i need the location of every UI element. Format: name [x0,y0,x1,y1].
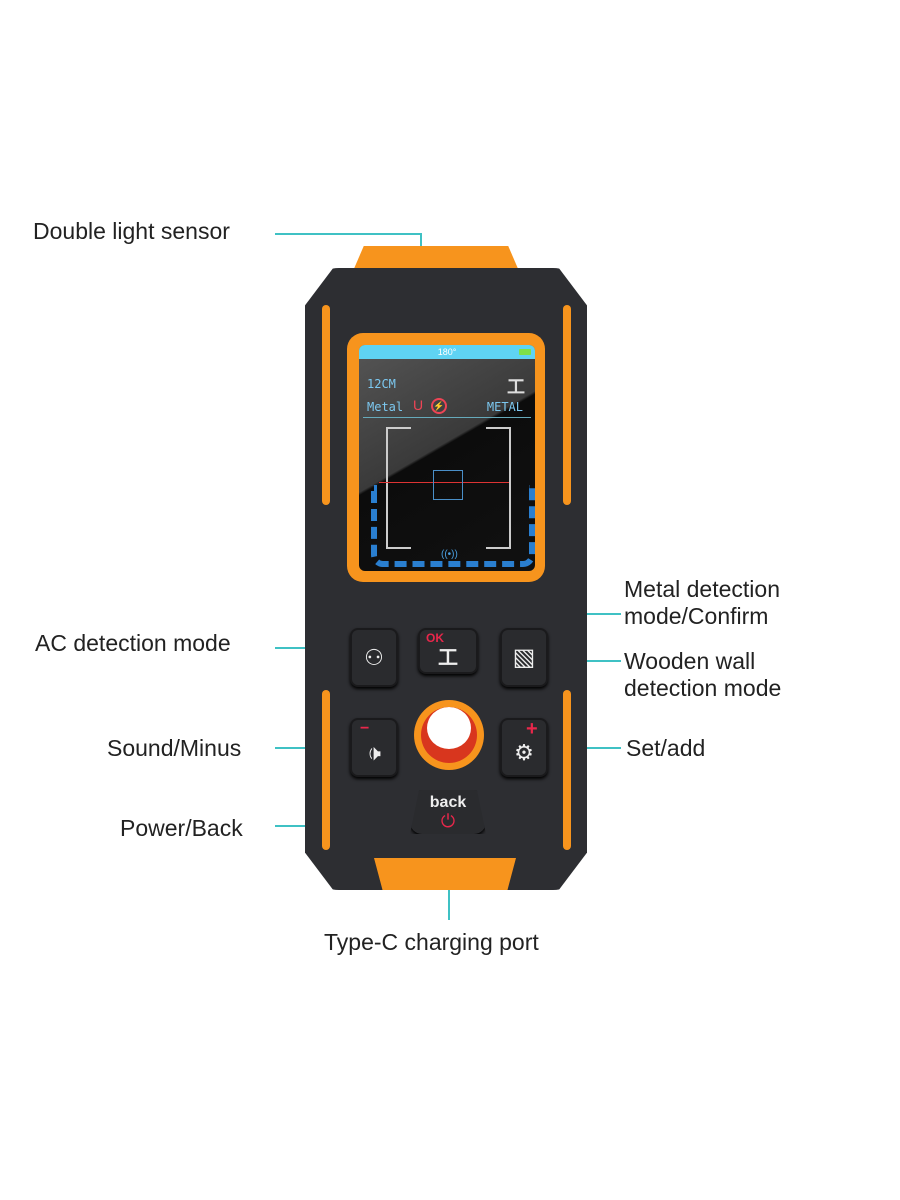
display-screen: 180° 12CM 工 Metal U ⚡ METAL ((•)) [359,345,535,571]
gear-icon: ⚙ [514,739,534,765]
power-icon: ⏻ [440,811,456,831]
label-typec: Type-C charging port [324,929,539,955]
battery-icon [519,349,531,355]
side-rail [563,690,571,850]
mode-left: Metal [367,400,404,414]
label-double-light-sensor: Double light sensor [33,218,230,244]
power-back-button[interactable]: back ⏻ [410,790,486,834]
side-rail [563,305,571,505]
target-box [433,470,463,500]
wood-grain-icon: ▧ [512,644,536,671]
signal-icon: ((•)) [441,549,458,560]
charging-port-cap [374,858,516,890]
speaker-icon: 🕩 [367,739,381,765]
mode-right: METAL [486,400,523,414]
label-power-back: Power/Back [120,815,243,841]
ok-label: OK [426,631,444,645]
voltage-icon: ⚡ [431,398,447,414]
callout-line [448,886,450,920]
signal-meter [371,485,535,567]
metal-ok-button[interactable]: OK 工 [418,628,478,674]
magnet-icon: U [413,397,424,413]
plus-label: + [526,718,538,740]
callout-line [420,233,422,253]
ac-detection-icon: ⚇ [364,644,384,670]
set-add-button[interactable]: + ⚙ [500,718,548,777]
i-beam-icon: 工 [438,646,458,669]
angle-readout: 180° [437,347,457,357]
wooden-wall-button[interactable]: ▧ [500,628,548,687]
label-ac-detection: AC detection mode [35,630,231,656]
back-label: back [429,794,467,811]
status-bar: 180° [359,345,535,359]
depth-readout: 12CM [367,377,396,391]
label-wooden-wall: Wooden wall detection mode [624,648,782,701]
side-rail [322,690,330,850]
minus-label: − [360,720,370,737]
callout-line [275,233,421,235]
label-metal-detection: Metal detection mode/Confirm [624,576,780,629]
center-line [379,482,509,483]
label-sound-minus: Sound/Minus [107,735,242,761]
label-set-add: Set/add [626,735,706,761]
ac-detection-button[interactable]: ⚇ [350,628,398,687]
light-sensor-window [414,700,484,770]
side-rail [322,305,330,505]
divider [363,417,531,418]
sound-minus-button[interactable]: − 🕩 [350,718,398,777]
i-beam-icon: 工 [507,377,525,397]
